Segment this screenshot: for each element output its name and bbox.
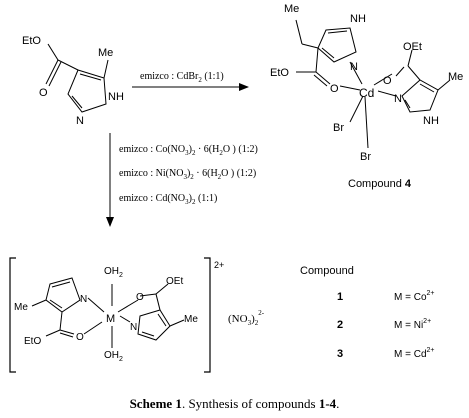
complex-o-right: O (136, 292, 144, 303)
reaction-top-label: emizco : CdBr2 (1:1) (140, 71, 224, 84)
complex-oh2-bottom: OH2 (104, 350, 123, 363)
c4-metal: Cd (359, 86, 374, 100)
caption-range: 1-4 (318, 396, 337, 411)
complex-o-left: O (76, 332, 84, 343)
ligand-nh-label: NH (108, 91, 124, 103)
c4-methyl-right: Me (448, 71, 463, 83)
complex-structure (31, 277, 185, 348)
complex-charge: 2+ (214, 260, 224, 270)
table-row-1-num: 1 (337, 291, 343, 303)
caption-prefix: Scheme 1 (129, 396, 182, 411)
table-row-2-num: 2 (337, 319, 343, 331)
caption-text: . Synthesis of compounds (181, 396, 319, 411)
complex-ester-right: OEt (166, 276, 183, 287)
c4-br-2: Br (360, 151, 371, 163)
ligand-ester-label: EtO (22, 35, 41, 47)
reaction-condition-co: emizco : Co(NO3)2 · 6(H2O ) (1:2) (119, 144, 258, 157)
complex-ester-left: EtO (24, 336, 41, 347)
c4-n-top: N (350, 61, 358, 73)
c4-o-left: O (330, 83, 339, 95)
c4-ester-right: OEt (403, 41, 422, 53)
c4-br-1: Br (333, 122, 344, 134)
ligand-carbonyl-o: O (39, 87, 48, 99)
ligand-structure (45, 43, 109, 113)
scheme-caption: Scheme 1. Synthesis of compounds 1-4. (0, 396, 469, 412)
table-row-2-metal: M = Ni2+ (394, 318, 431, 331)
table-header: Compound (300, 265, 354, 277)
reaction-condition-ni: emizco : Ni(NO3)2 · 6(H2O ) (1:2) (119, 168, 256, 181)
table-row-3-num: 3 (337, 348, 343, 360)
reaction-condition-cd: emizco : Cd(NO3)2 (1:1) (119, 193, 217, 206)
c4-ester-left: EtO (270, 67, 289, 79)
complex-n-left: N (80, 294, 87, 305)
compound-4-structure (295, 19, 451, 149)
complex-methyl-right: Me (184, 314, 198, 325)
compound-4-label: Compound 4 (348, 178, 412, 190)
complex-oh2-top: OH2 (104, 266, 123, 279)
c4-nh-label: NH (350, 13, 366, 25)
c4-methyl-left: Me (284, 3, 299, 15)
c4-o-right: O (383, 75, 392, 87)
complex-n-right: N (130, 322, 137, 333)
c4-nh-right: NH (423, 115, 439, 127)
table-row-1-metal: M = Co2+ (394, 290, 435, 303)
caption-suffix: . (336, 396, 340, 411)
ligand-n-label: N (76, 115, 84, 127)
ligand-methyl-label: Me (98, 47, 113, 59)
complex-methyl-left: Me (14, 302, 28, 313)
counter-ion: (NO3)22- (228, 309, 265, 327)
complex-metal: M (106, 313, 115, 325)
complex-brackets (9, 257, 211, 373)
table-row-3-metal: M = Cd2+ (394, 347, 435, 360)
c4-n-right: N (394, 93, 402, 105)
